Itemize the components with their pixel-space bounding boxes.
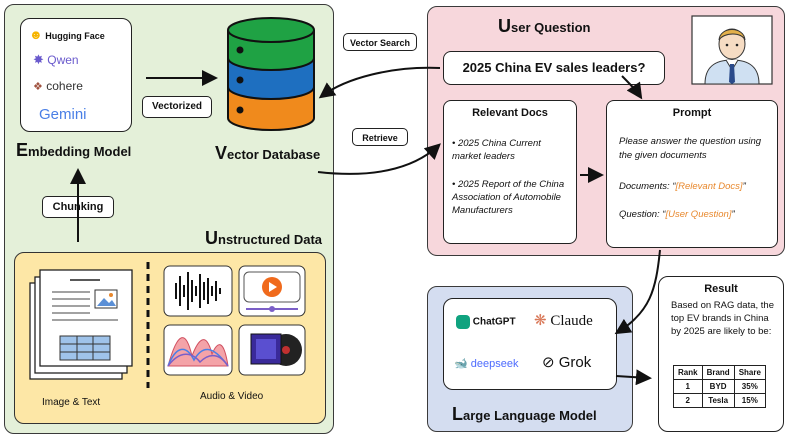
chatgpt-logo: ChatGPT [456,315,516,329]
question-box: 2025 China EV sales leaders? [443,51,665,85]
llm-title: Large Language Model [452,404,597,424]
llm-models-box: ChatGPT ❋ Claude 🐋 deepseek ⊘ Grok [443,298,617,390]
relevant-docs-title: Relevant Docs [472,107,548,119]
embedding-model-title: Embedding Model [16,140,132,160]
cohere-logo: ❖ cohere [33,79,83,93]
chatgpt-icon [456,315,470,329]
relevant-docs-box: Relevant Docs • 2025 China Current marke… [443,100,577,244]
result-text: Based on RAG data, the top EV brands in … [671,300,774,337]
media-album-icon [238,324,306,376]
document-icon [29,269,133,380]
audio-graph-icon [163,324,233,376]
vector-database-icon [227,17,315,131]
deepseek-logo: 🐋 deepseek [454,358,519,370]
hugging-face-logo: ☻ Hugging Face [29,27,105,42]
result-table: Rank Brand Share 1 BYD 35% 2 Tesla 15% [673,365,766,408]
claude-logo: ❋ Claude [534,313,593,329]
vectorized-label: Vectorized [142,96,212,118]
vector-database-title: Vector Database [215,143,321,163]
video-player-icon [238,265,306,317]
deepseek-icon: 🐋 [454,358,468,370]
result-box: Result Based on RAG data, the top EV bra… [658,276,784,432]
hugging-face-icon: ☻ [29,27,43,42]
grok-icon: ⊘ [542,354,555,371]
doc-item: • 2025 China Current market leaders [452,138,541,162]
vector-search-label: Vector Search [343,33,417,51]
qwen-icon: ✸ [33,52,44,67]
doc-item: • 2025 Report of the China Association o… [452,179,565,216]
table-header-row: Rank Brand Share [673,365,766,380]
grok-logo: ⊘ Grok [542,354,592,371]
qwen-logo: ✸ Qwen [33,52,79,67]
claude-icon: ❋ [534,313,547,329]
table-row: 1 BYD 35% [673,379,766,394]
retrieve-label: Retrieve [352,128,408,146]
audio-video-label: Audio & Video [200,391,264,402]
flow-arrows [70,66,661,386]
prompt-documents-line: Documents: “[Relevant Docs]” [619,181,746,192]
prompt-instruction: Please answer the question using the giv… [619,136,762,161]
result-title: Result [704,283,738,295]
prompt-question-line: Question: “[User Question]” [619,209,735,220]
cohere-icon: ❖ [33,81,43,93]
prompt-box: Prompt Please answer the question using … [606,100,778,248]
user-avatar-icon [691,15,773,85]
waveform-icon [163,265,233,317]
user-question-title: User Question [498,16,591,36]
gemini-logo: Gemini [39,106,87,123]
prompt-title: Prompt [672,107,712,119]
image-text-label: Image & Text [42,397,101,408]
table-row: 2 Tesla 15% [673,393,766,408]
unstructured-data-title: Unstructured Data [205,228,323,248]
embedding-models-box: ☻ Hugging Face ✸ Qwen ❖ cohere Gemini [20,18,132,132]
